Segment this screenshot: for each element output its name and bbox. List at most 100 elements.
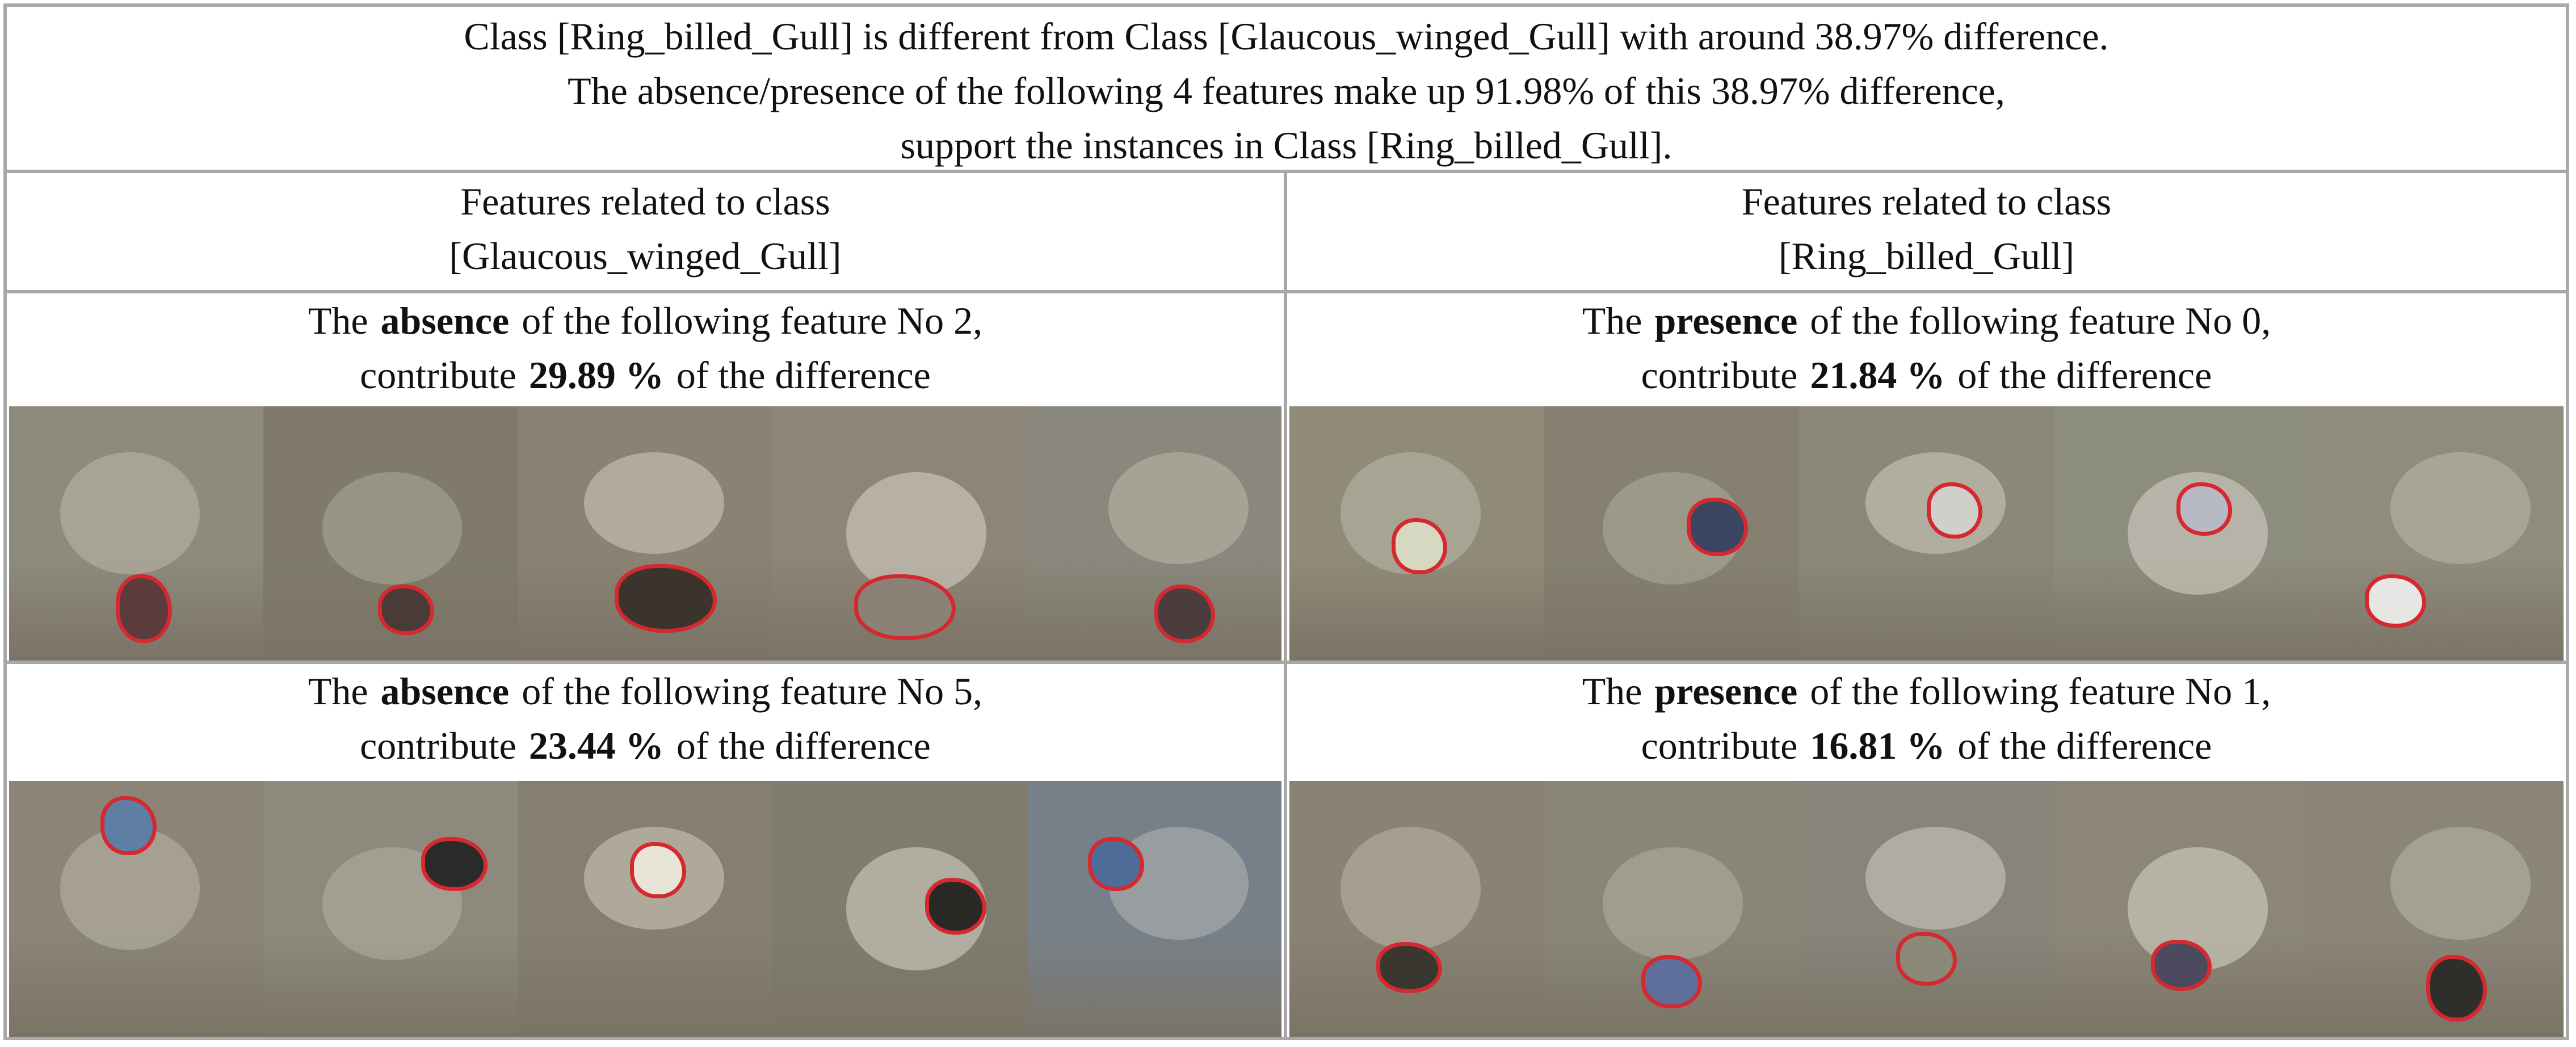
caption-prefix: The: [308, 670, 368, 713]
header-line-3: support the instances in Class [Ring_bil…: [900, 124, 1672, 167]
caption-prefix: The: [1582, 670, 1642, 713]
gull-image: [9, 781, 264, 1037]
gull-silhouette: [846, 472, 986, 595]
feature-region-outline: [1687, 498, 1749, 557]
feature-caption-line-1: The absence of the following feature No 5,: [7, 664, 1284, 718]
gull-image: [2054, 781, 2309, 1037]
feature-caption-line-1: The absence of the following feature No 2,: [7, 293, 1284, 348]
divider-columns: [1284, 170, 1287, 1040]
image-strip-2: [9, 781, 1281, 1037]
caption-suffix: of the difference: [1957, 354, 2212, 397]
feature-region-outline: [1391, 518, 1448, 574]
gull-silhouette: [1603, 847, 1743, 960]
caption-percent: 16.81 %: [1810, 724, 1945, 767]
caption-percent: 23.44 %: [528, 724, 664, 767]
feature-region-outline: [2176, 482, 2233, 536]
caption-feature-number: of the following feature No 2,: [522, 299, 983, 342]
caption-mode: presence: [1654, 670, 1798, 713]
feature-region-outline: [1641, 955, 1703, 1009]
feature-region-outline: [630, 842, 686, 899]
caption-mode: absence: [380, 299, 510, 342]
feature-region-outline: [421, 837, 488, 891]
caption-suffix: of the difference: [676, 354, 931, 397]
gull-silhouette: [1340, 827, 1481, 950]
caption-contribute: contribute: [1641, 724, 1798, 767]
feature-region-outline: [1376, 942, 1443, 994]
caption-feature-number: of the following feature No 1,: [1810, 670, 2271, 713]
caption-contribute: contribute: [360, 354, 516, 397]
feature-caption-line-2: contribute 23.44 % of the difference: [7, 718, 1284, 773]
gull-silhouette: [1108, 452, 1249, 564]
feature-region-outline: [100, 796, 157, 855]
feature-caption-1: The presence of the following feature No 0…: [1287, 293, 2566, 405]
column-head-right-line-2: [Ring_billed_Gull]: [1778, 234, 2075, 277]
caption-suffix: of the difference: [676, 724, 931, 767]
caption-percent: 21.84 %: [1810, 354, 1945, 397]
caption-percent: 29.89 %: [528, 354, 664, 397]
feature-region-outline: [1154, 584, 1216, 643]
column-head-left: Features related to class [Glaucous_wing…: [7, 173, 1284, 291]
caption-prefix: The: [308, 299, 368, 342]
feature-region-outline: [116, 574, 172, 643]
gull-image: [518, 406, 773, 661]
gull-image: [1544, 781, 1799, 1037]
gull-image: [1027, 406, 1281, 661]
gull-image: [2054, 406, 2309, 661]
caption-feature-number: of the following feature No 5,: [522, 670, 983, 713]
caption-suffix: of the difference: [1957, 724, 2212, 767]
gull-silhouette: [584, 452, 724, 554]
column-head-right-line-1: Features related to class: [1741, 180, 2112, 223]
feature-caption-3: The presence of the following feature No 1…: [1287, 664, 2566, 775]
feature-caption-line-1: The presence of the following feature No 1…: [1287, 664, 2566, 718]
feature-region-outline: [2426, 955, 2487, 1021]
gull-image: [1289, 406, 1544, 661]
caption-mode: presence: [1654, 299, 1798, 342]
feature-caption-line-2: contribute 21.84 % of the difference: [1287, 348, 2566, 402]
gull-image: [2309, 781, 2564, 1037]
gull-image: [772, 781, 1027, 1037]
gull-image: [1289, 781, 1544, 1037]
column-head-left-line-1: Features related to class: [460, 180, 830, 223]
caption-contribute: contribute: [1641, 354, 1798, 397]
gull-silhouette: [2390, 452, 2531, 564]
image-strip-3: [1289, 781, 2564, 1037]
feature-caption-line-2: contribute 29.89 % of the difference: [7, 348, 1284, 402]
column-head-left-line-2: [Glaucous_winged_Gull]: [449, 234, 842, 277]
gull-silhouette: [1865, 827, 2006, 930]
image-strip-0: [9, 406, 1281, 661]
column-head-right: Features related to class [Ring_billed_G…: [1287, 173, 2566, 291]
gull-image: [772, 406, 1027, 661]
gull-image: [263, 781, 518, 1037]
gull-image: [9, 406, 264, 661]
gull-silhouette: [60, 452, 200, 574]
caption-prefix: The: [1582, 299, 1642, 342]
gull-image: [1544, 406, 1799, 661]
header-line-2: The absence/presence of the following 4 …: [568, 69, 2005, 112]
gull-image: [263, 406, 518, 661]
header-caption: Class [Ring_billed_Gull] is different fr…: [7, 7, 2566, 172]
caption-feature-number: of the following feature No 0,: [1810, 299, 2271, 342]
feature-caption-line-2: contribute 16.81 % of the difference: [1287, 718, 2566, 773]
header-line-1: Class [Ring_billed_Gull] is different fr…: [464, 15, 2109, 58]
gull-image: [1799, 406, 2054, 661]
feature-caption-line-1: The presence of the following feature No 0…: [1287, 293, 2566, 348]
feature-region-outline: [615, 564, 717, 633]
feature-region-outline: [1088, 837, 1144, 891]
image-strip-1: [1289, 406, 2564, 661]
feature-region-outline: [1926, 482, 1983, 539]
feature-caption-0: The absence of the following feature No 2,…: [7, 293, 1284, 405]
feature-region-outline: [1896, 932, 1957, 986]
feature-region-outline: [378, 584, 434, 636]
gull-silhouette: [2390, 827, 2531, 940]
gull-image: [518, 781, 773, 1037]
caption-contribute: contribute: [360, 724, 516, 767]
gull-image: [1027, 781, 1281, 1037]
feature-region-outline: [2150, 939, 2212, 991]
caption-mode: absence: [380, 670, 510, 713]
gull-image: [2309, 406, 2564, 661]
feature-region-outline: [2364, 574, 2426, 628]
gull-silhouette: [322, 472, 463, 585]
feature-region-outline: [925, 878, 986, 935]
feature-region-outline: [854, 574, 956, 641]
gull-image: [1799, 781, 2054, 1037]
